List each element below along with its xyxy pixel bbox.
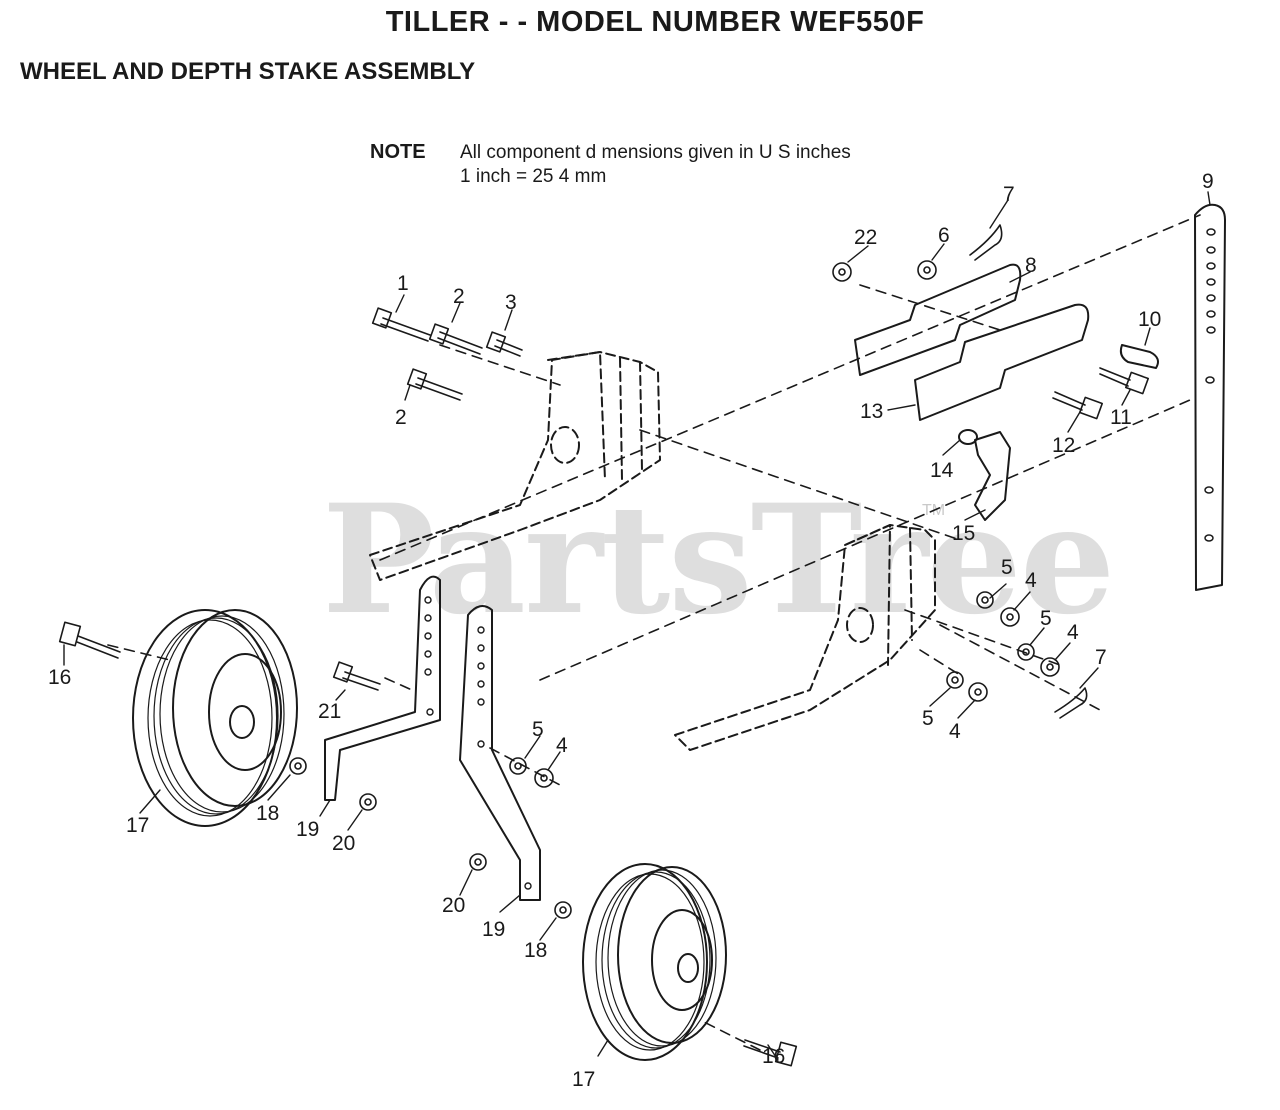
callout-5: 5	[532, 718, 544, 741]
left-frame-bracket	[369, 351, 661, 581]
wheel-arm-left	[324, 575, 441, 801]
top-left-bolts	[332, 307, 523, 691]
callout-19: 19	[296, 818, 319, 841]
callout-1: 1	[397, 272, 409, 295]
callout-17: 17	[126, 814, 149, 837]
note-text: All component d mensions given in U S in…	[460, 141, 851, 189]
depth-stake	[1194, 203, 1226, 591]
callout-6: 6	[938, 224, 950, 247]
hairpin-clips	[969, 224, 1088, 719]
bolt-12	[1052, 391, 1103, 420]
callout-2: 2	[453, 285, 465, 308]
callout-14: 14	[930, 459, 954, 482]
latch-15	[974, 431, 1011, 521]
callout-22: 22	[854, 226, 877, 249]
callout-numbers: 1 2 2 3 4 4 4 4 5 5 5 5 6 7 7 8 9 10 11 …	[48, 170, 1214, 1091]
page-title: TILLER - - MODEL NUMBER WEF550F	[385, 6, 925, 38]
wheel-arm-right	[459, 605, 541, 901]
callout-13: 13	[860, 400, 883, 423]
stake-bracket-lower	[914, 303, 1090, 421]
note-line-1: All component d mensions given in U S in…	[460, 142, 851, 163]
callout-20: 20	[442, 894, 465, 917]
callout-11: 11	[1110, 406, 1132, 429]
spacer-14	[958, 429, 978, 445]
callout-18: 18	[524, 939, 547, 962]
wheel-right	[582, 863, 727, 1061]
callout-leaders	[63, 191, 1211, 1061]
note-line-2: 1 inch = 25 4 mm	[460, 166, 607, 187]
right-frame-bracket	[674, 524, 936, 751]
callout-9: 9	[1202, 170, 1214, 193]
callout-16: 16	[48, 666, 71, 689]
callout-7: 7	[1095, 646, 1107, 669]
axle-bolts	[58, 621, 798, 1067]
bolt-11	[1099, 367, 1149, 395]
callout-18: 18	[256, 802, 279, 825]
callout-17: 17	[572, 1068, 595, 1091]
callout-4: 4	[1025, 569, 1037, 592]
wheel-left	[132, 609, 298, 827]
hardware-nuts-washers	[289, 260, 1060, 919]
callout-19: 19	[482, 918, 505, 941]
note-label: NOTE	[370, 141, 426, 163]
callout-5: 5	[922, 707, 934, 730]
callout-8: 8	[1025, 254, 1037, 277]
callout-15: 15	[952, 522, 975, 545]
assembly-dash-lines	[107, 214, 1201, 1051]
callout-5: 5	[1001, 556, 1013, 579]
callout-4: 4	[1067, 621, 1079, 644]
stake-bracket-upper	[854, 263, 1022, 376]
callout-21: 21	[318, 700, 341, 723]
callout-16: 16	[762, 1045, 785, 1068]
callout-5: 5	[1040, 607, 1052, 630]
callout-10: 10	[1138, 308, 1161, 331]
assembly-subtitle: WHEEL AND DEPTH STAKE ASSEMBLY	[20, 58, 476, 85]
callout-7: 7	[1003, 183, 1015, 206]
partstree-watermark: PartsTree	[322, 472, 1115, 648]
callout-12: 12	[1052, 434, 1075, 457]
callout-4: 4	[949, 720, 961, 743]
callout-20: 20	[332, 832, 355, 855]
callout-4: 4	[556, 734, 568, 757]
hitch-pin	[1119, 344, 1159, 369]
callout-2: 2	[395, 406, 407, 429]
callout-3: 3	[505, 291, 517, 314]
